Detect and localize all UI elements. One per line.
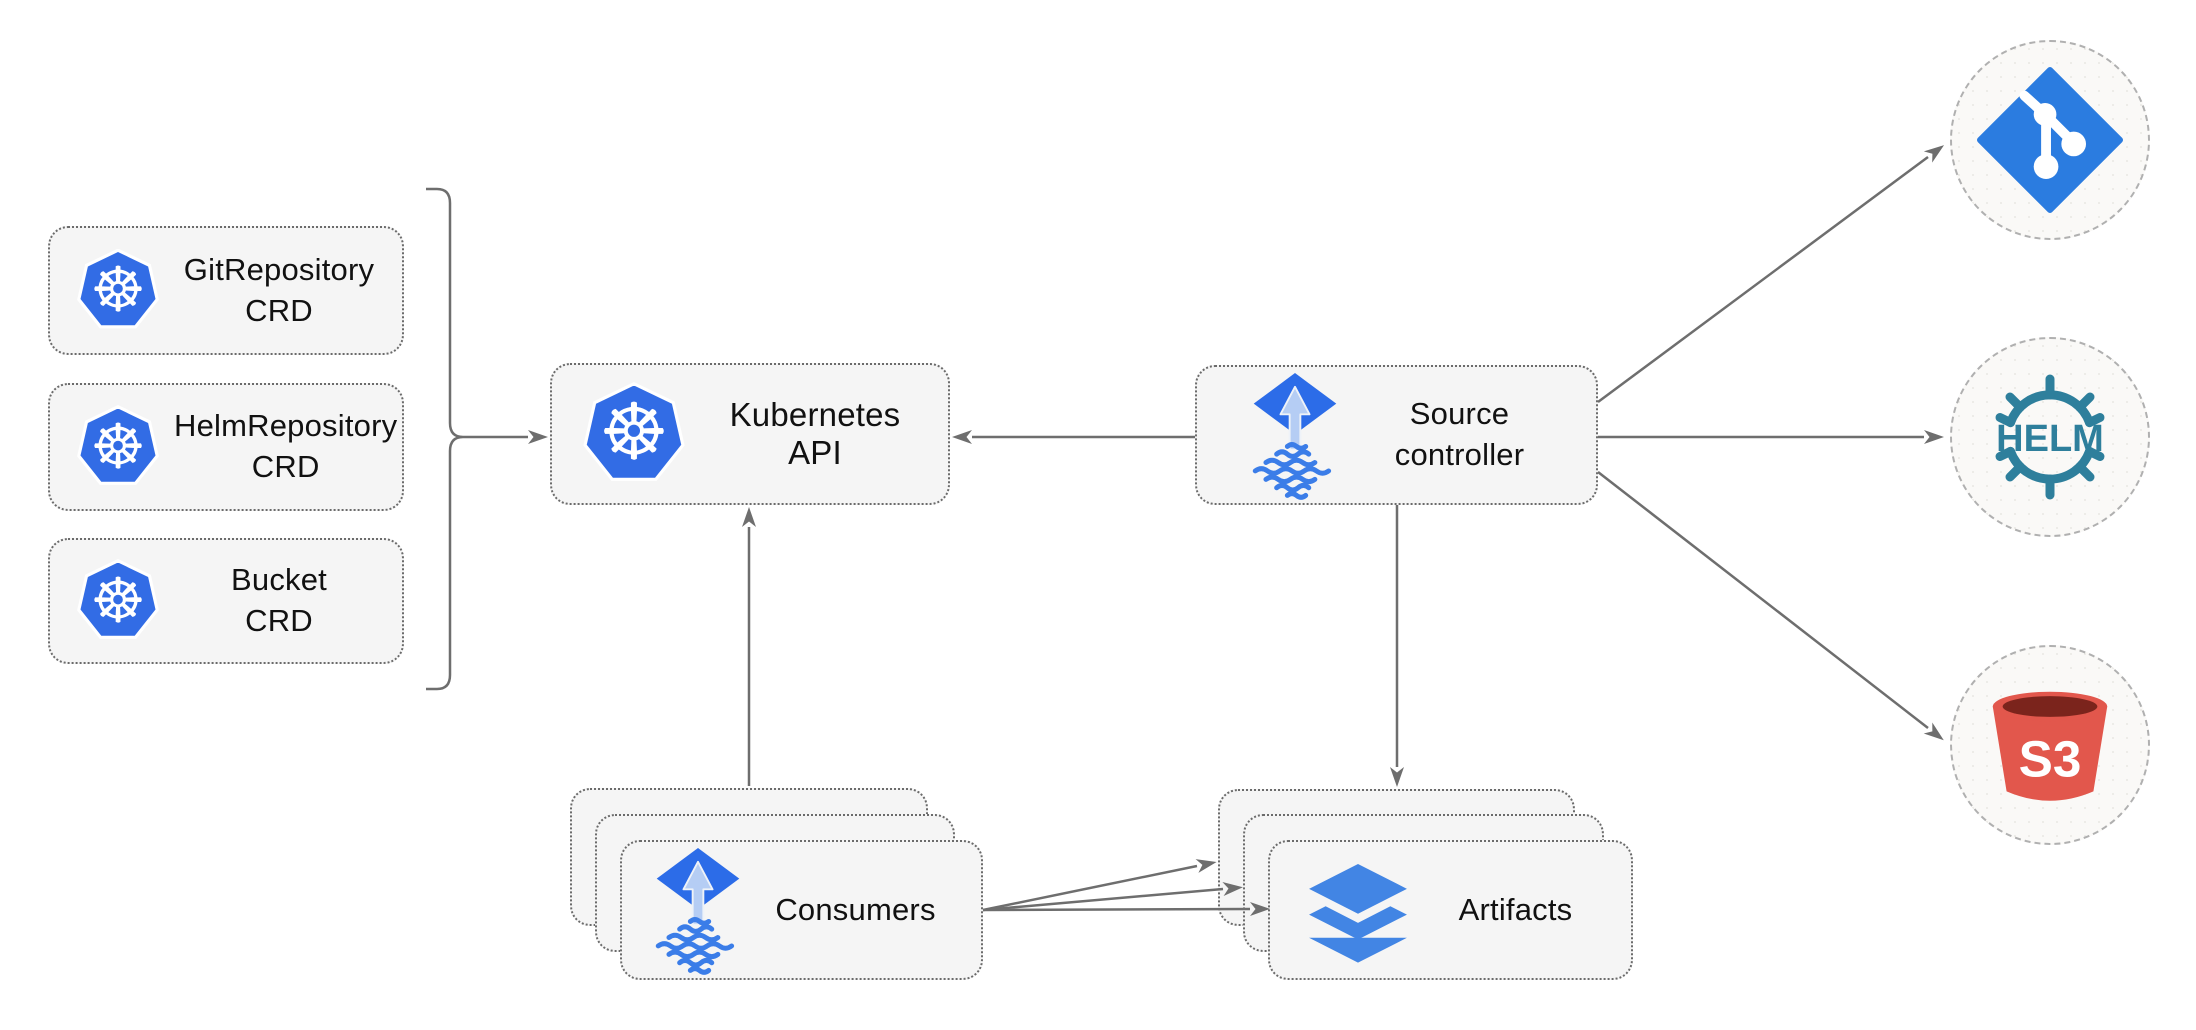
arrow-consumers-to-artifacts-3 xyxy=(982,902,1270,916)
gitrepository-crd-label: GitRepository CRD xyxy=(183,251,375,328)
helm-label: HELM xyxy=(1996,418,2104,460)
arrow-source-controller-to-git xyxy=(1597,145,1945,404)
consumers-label: Consumers xyxy=(775,892,936,927)
node-consumers: Consumers xyxy=(620,840,983,980)
kubernetes-icon: ☸ xyxy=(76,559,160,643)
node-kubernetes-api: ☸ Kubernetes API xyxy=(550,363,950,505)
flux-icon xyxy=(1252,373,1337,500)
helmrepository-crd-label: HelmRepository CRD xyxy=(174,408,398,484)
node-helmrepository-crd: ☸ HelmRepository CRD xyxy=(48,383,404,511)
artifacts-label: Artifacts xyxy=(1458,892,1573,927)
kubernetes-icon: ☸ xyxy=(582,382,686,486)
s3-bucket-icon: S3 xyxy=(1992,691,2108,801)
node-helm-source: HELM xyxy=(1950,337,2150,537)
node-artifacts: Artifacts xyxy=(1268,840,1633,980)
arrow-consumers-to-artifacts-1 xyxy=(982,859,1217,912)
arrow-consumers-to-artifacts-2 xyxy=(982,882,1243,912)
kubernetes-api-label: Kubernetes API xyxy=(729,396,901,471)
node-git-source xyxy=(1950,40,2150,240)
node-s3-source: S3 xyxy=(1950,645,2150,845)
kubernetes-icon: ☸ xyxy=(76,405,160,489)
source-controller-label: Source controller xyxy=(1394,396,1525,472)
helm-icon: HELM xyxy=(1995,374,2105,500)
arrow-source-controller-to-s3 xyxy=(1597,471,1944,741)
layers-icon xyxy=(1309,863,1407,963)
crd-group-bracket xyxy=(426,187,464,691)
s3-label: S3 xyxy=(2019,731,2082,788)
bucket-crd-label: Bucket CRD xyxy=(231,562,327,638)
git-icon xyxy=(1976,66,2124,214)
node-gitrepository-crd: ☸ GitRepository CRD xyxy=(48,226,404,355)
kubernetes-icon: ☸ xyxy=(76,248,160,333)
node-source-controller: Source controller xyxy=(1195,365,1598,505)
flux-icon xyxy=(655,848,740,975)
node-bucket-crd: ☸ Bucket CRD xyxy=(48,538,404,664)
